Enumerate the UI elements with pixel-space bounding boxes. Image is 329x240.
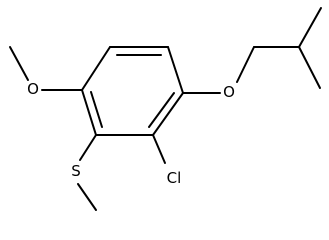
ring-bond-right-lower-inner — [148, 92, 175, 128]
bond-ch-to-methyl-upper — [298, 7, 322, 48]
bond-methoxy-o-to-methyl — [9, 46, 29, 81]
bond-s-to-methyl — [77, 183, 97, 211]
ring-bond-left-lower-inner — [90, 91, 103, 128]
bond-isobutoxy-o-to-ch2 — [236, 46, 255, 83]
benzene-ring — [81, 46, 184, 136]
bond-ch-to-methyl-lower — [298, 46, 321, 89]
methoxy-group — [9, 46, 83, 91]
chlorine-label: Cl — [167, 169, 182, 187]
ring-bond-right-lower — [152, 92, 184, 136]
methylthio-group — [77, 134, 97, 211]
bond-ring-to-s — [79, 134, 97, 161]
ring-bond-right-upper — [167, 46, 184, 94]
atom-label-methoxy-oxygen: O — [27, 80, 39, 98]
bond-ring-to-cl — [152, 134, 166, 164]
methoxy-oxygen-label: O — [27, 80, 39, 98]
ring-bond-left-upper — [81, 46, 111, 91]
isobutoxy-group — [182, 7, 322, 94]
ring-bond-left-lower — [81, 89, 97, 136]
sulfur-label: S — [71, 162, 81, 180]
chemical-structure: O S Cl O — [9, 7, 322, 211]
atom-label-isobutoxy-oxygen: O — [223, 83, 235, 101]
atom-label-sulfur: S — [71, 162, 81, 180]
isobutoxy-oxygen-label: O — [223, 83, 235, 101]
atom-label-chlorine: Cl — [167, 169, 182, 187]
